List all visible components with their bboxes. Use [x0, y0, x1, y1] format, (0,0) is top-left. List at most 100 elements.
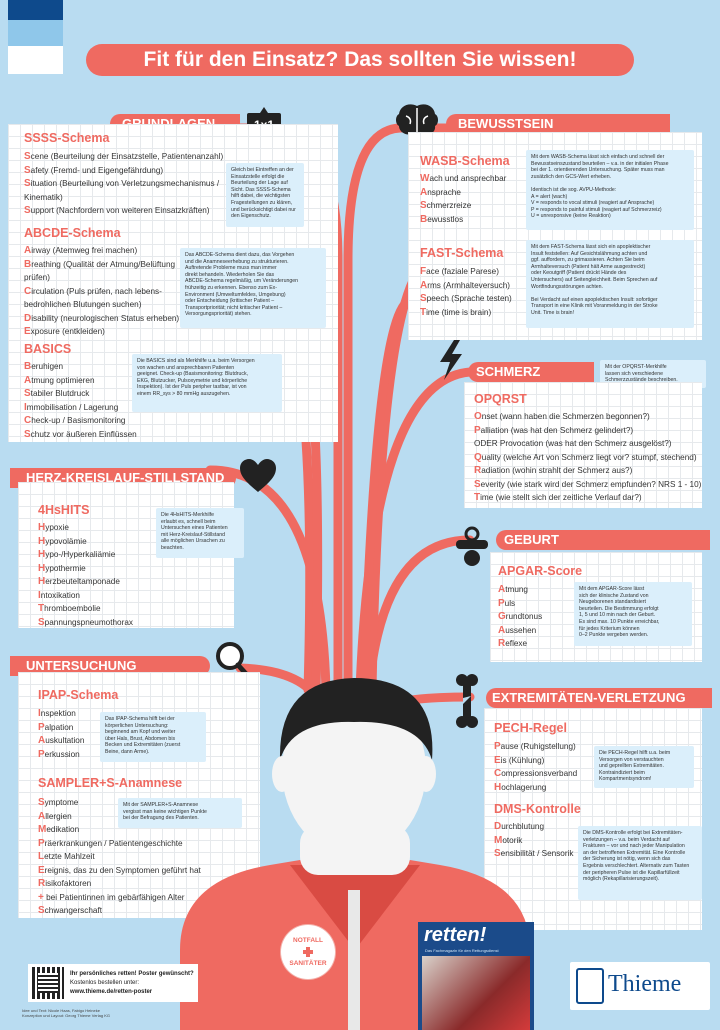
list-item-initial: S — [24, 164, 31, 176]
list-item-initial: A — [498, 624, 506, 636]
list-item-initial: H — [38, 522, 46, 533]
ssss-title: SSSS-Schema — [24, 131, 110, 145]
note-line: Die BASICS sind als Merkhilfe u.a. beim … — [137, 358, 255, 364]
list-item-text: chmerzreize — [426, 201, 472, 210]
list-item-text: Kinematik) — [24, 192, 63, 202]
credits: Idee und Text: Nicole Haas, Fabigo Heine… — [22, 1008, 110, 1018]
list-item-initial: S — [24, 178, 31, 189]
note-line: V = responds to vocal stimuli (reagiert … — [531, 200, 655, 207]
list-item: Grundtonus — [498, 610, 542, 624]
note-line: Insult feststellen: Auf Gesichtslähmung … — [531, 250, 648, 257]
note-line: beachten. — [161, 544, 184, 551]
list-item: Hypoxie — [38, 521, 133, 535]
abcde-title: ABCDE-Schema — [24, 226, 121, 240]
note-line: P = responds to painful stimuli (reagier… — [531, 206, 662, 213]
list-item-initial: A — [24, 374, 32, 386]
list-item-text: ewusstlos — [427, 214, 464, 224]
order-url[interactable]: www.thieme.de/retten-poster — [70, 989, 153, 995]
list-item-initial: M — [38, 824, 47, 835]
bewusstsein-heading: BEWUSSTSEIN — [458, 116, 554, 131]
note-line: für jedes Kriterium können — [579, 625, 640, 632]
list-item-initial: H — [38, 576, 46, 587]
note-line: U = unresponsive (keine Reaktion) — [531, 213, 611, 220]
note-line: Transport in eine Klinik mit Voranmeldun… — [531, 303, 658, 310]
bone-icon — [456, 674, 478, 728]
note-line: Das ABCDE-Schema dient dazu, das Vorgehe… — [185, 252, 295, 258]
note-line: frühzeitig zu erkennen. Ebenso zum Ex- — [185, 284, 277, 291]
list-item-initial: S — [38, 905, 45, 916]
list-item: Schmerzreize — [420, 199, 506, 213]
note-line: Armhalteversuch (Patient hält Arme ausge… — [531, 263, 646, 270]
note-line: an der betroffenen Extremität. Eine Kont… — [583, 849, 686, 856]
list-item-text: uls — [504, 598, 516, 608]
list-item-initial: S — [420, 293, 427, 304]
list-item: Support (Nachfordern von weiteren Einsat… — [24, 204, 223, 218]
list-item-text: edikation — [46, 825, 80, 834]
list-item: Hypo-/Hyperkaliämie — [38, 548, 133, 562]
list-item: Immobilisation / Lagerung — [24, 401, 137, 415]
list-item-initial: F — [420, 266, 427, 277]
corner-color-tab — [8, 0, 63, 74]
note-line: Mit dem WASB-Schema lässt sich einfach u… — [531, 154, 665, 160]
list-item: + bei Patientinnen im gebärfähigen Alter — [38, 891, 201, 905]
note-line: Fragestellungen zu klären, — [231, 199, 293, 206]
note-line: Environment (Umweltumfeldes, Umgebung) — [185, 291, 286, 298]
untersuchung-heading-bar: UNTERSUCHUNG — [10, 656, 210, 676]
note-line: Die DMS-Kontrolle erfolgt bei Extremität… — [583, 830, 683, 836]
list-item-text: isability (neurologischen Status erheben… — [31, 313, 180, 323]
note-line: verletzungen – v.a. beim Verdacht auf — [583, 836, 670, 843]
geburt-heading: GEBURT — [504, 532, 559, 547]
extremitaeten-heading-bar: EXTREMITÄTEN-VERLETZUNG — [486, 688, 712, 708]
list-item: Reflexe — [498, 637, 542, 651]
note-line: Mit dem APGAR-Score lässt — [579, 586, 645, 592]
list-item-text: nset (wann haben die Schmerzen begonnen?… — [481, 412, 650, 421]
list-item-text: urchblutung — [501, 822, 545, 831]
note-line: Beine, dann Arme). — [105, 748, 150, 755]
list-item-text: reignis, das zu den Symptomen geführt ha… — [44, 865, 201, 875]
list-item: Face (faziale Parese) — [420, 265, 512, 279]
list-item-initial: H — [38, 562, 46, 574]
list-item-initial: D — [494, 821, 502, 832]
schmerz-heading: SCHMERZ — [476, 364, 541, 379]
list-item: Eis (Kühlung) — [494, 754, 577, 768]
note-line: Ergebnis verschlechtert. Alternativ zum … — [583, 862, 690, 869]
list-item-initial: P — [38, 721, 45, 733]
abcde-list: Airway (Atemweg frei machen)Breathing (Q… — [24, 244, 179, 339]
list-item: Situation (Beurteilung von Verletzungsme… — [24, 177, 223, 191]
thieme-emblem-icon — [576, 968, 604, 1004]
list-item-text: ime (time is brain) — [426, 307, 492, 317]
note-line: Inspektion). Ist der Puls peripher tastb… — [137, 384, 247, 391]
list-item: Scene (Beurteilung der Einsatzstelle, Pa… — [24, 150, 223, 164]
list-item-text: ypovolämie — [45, 536, 87, 546]
magazine-cover-image — [422, 956, 530, 1030]
note-line: Mit der OPQRST-Merkhilfe — [605, 364, 667, 370]
list-item: Compressionsverband — [494, 767, 577, 781]
list-item: Safety (Fremd- und Eigengefährdung) — [24, 164, 223, 178]
dms-title: DMS-Kontrolle — [494, 802, 581, 816]
list-item-initial: P — [474, 424, 481, 436]
list-item-text: erkussion — [44, 749, 80, 759]
note-line: Wortfindungsstörungen achten. — [531, 283, 603, 290]
note-line: Mit der SAMPLER+S-Anamnese — [123, 802, 199, 808]
list-item-text: tmung optimieren — [31, 375, 95, 385]
pech-title: PECH-Regel — [494, 721, 567, 735]
list-item: Breathing (Qualität der Atmung/Belüftung — [24, 258, 179, 272]
list-item: Aussehen — [498, 624, 542, 638]
abcde-note: Das ABCDE-Schema dient dazu, das Vorgehe… — [180, 248, 326, 328]
qr-code-icon — [32, 967, 64, 999]
list-item-initial: S — [38, 616, 45, 628]
opqrst-title: OPQRST — [474, 392, 527, 406]
list-item-text: etzte Mahlzeit — [44, 852, 95, 861]
list-item: Letzte Mahlzeit — [38, 850, 201, 864]
list-item: Atmung — [498, 583, 542, 597]
list-item-initial: S — [474, 478, 481, 490]
list-item-text: ause (Ruhigstellung) — [500, 742, 576, 751]
list-item-text: ypoxie — [45, 523, 69, 532]
list-item-initial: S — [24, 388, 31, 399]
list-item-initial: + — [38, 891, 44, 903]
